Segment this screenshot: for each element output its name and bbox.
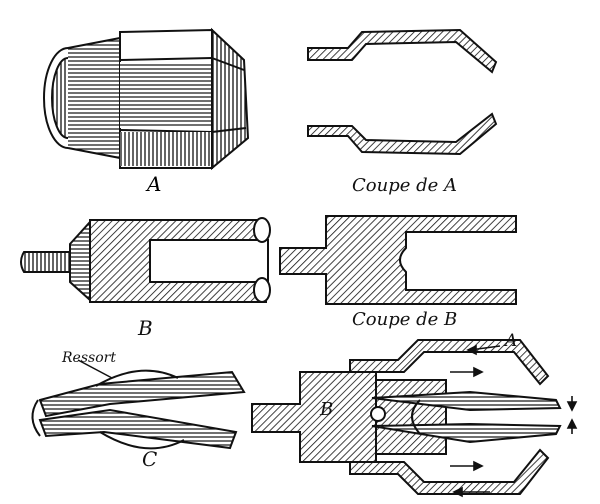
label-assembly-a: A [503,331,517,351]
label-coupe-b: Coupe de B [352,309,457,330]
ressort-leader-line [77,359,113,379]
motion-arrows [450,344,578,498]
label-coupe-a: Coupe de A [352,175,457,196]
label-ressort: Ressort [61,350,116,366]
section-a [307,28,498,156]
label-figure-c: C [142,447,157,471]
assembly-section [251,339,562,495]
figure-a-nut [43,27,250,171]
figure-b-plug [20,217,271,303]
section-b [279,215,517,305]
label-figure-b: B [137,316,153,340]
figure-c-spring-clip [31,369,246,450]
label-assembly-b: B [319,399,333,420]
label-figure-a: A [145,172,161,196]
